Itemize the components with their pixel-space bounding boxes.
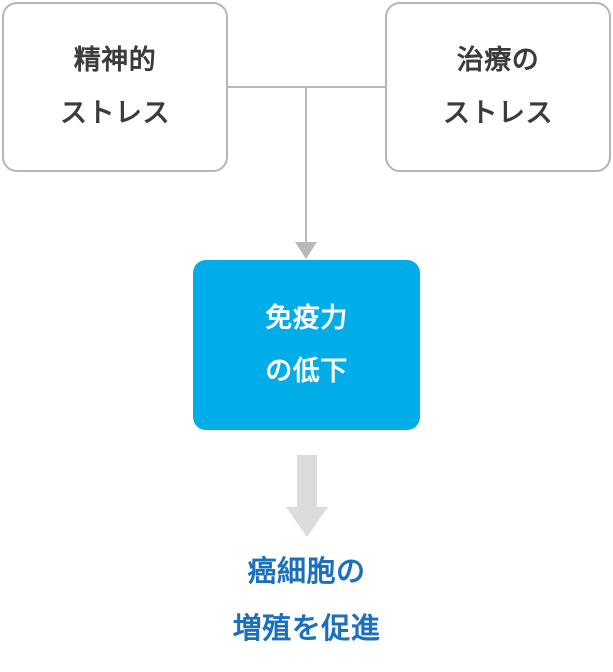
node-treatment-stress: 治療の ストレス (385, 2, 611, 172)
node-mental-stress-line-2: ストレス (60, 98, 170, 128)
block-arrow-down-icon (286, 455, 328, 537)
node-outcome-line-1: 癌細胞の (247, 556, 366, 588)
node-outcome: 癌細胞の 増殖を促進 (0, 558, 613, 644)
node-mental-stress: 精神的 ストレス (2, 2, 228, 172)
connector-horizontal-line (228, 86, 386, 88)
node-mental-stress-line-1: 精神的 (73, 45, 157, 75)
node-immunity-decline-line-2: の低下 (265, 356, 348, 386)
connector-vertical-line (305, 86, 307, 244)
node-outcome-line-2: 増殖を促進 (232, 613, 381, 645)
node-treatment-stress-line-2: ストレス (443, 98, 553, 128)
node-immunity-decline-line-1: 免疫力 (265, 303, 348, 333)
node-treatment-stress-line-1: 治療の (456, 45, 540, 75)
node-immunity-decline: 免疫力 の低下 (193, 260, 420, 430)
connector-arrow-down-icon (295, 242, 317, 259)
